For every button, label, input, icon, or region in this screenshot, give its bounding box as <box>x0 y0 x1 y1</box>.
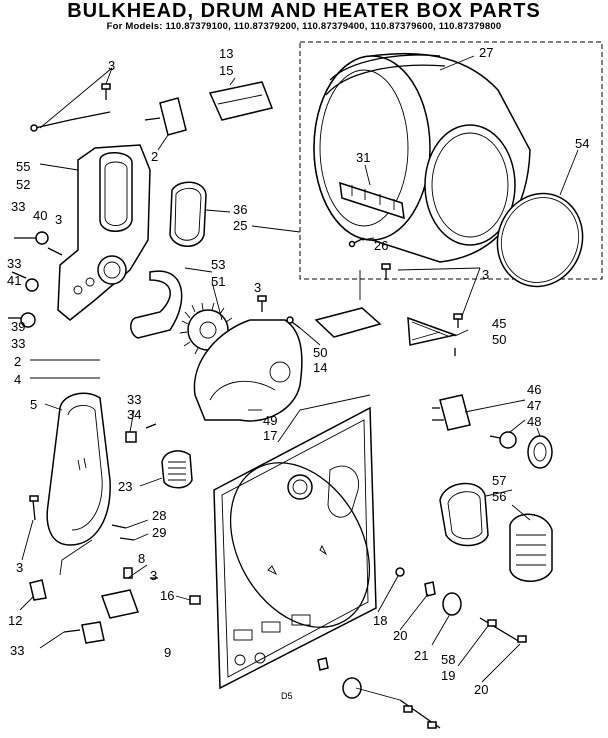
callout-2: 2 <box>14 354 21 369</box>
heater-bracket-45 <box>407 316 458 346</box>
lint-duct-5 <box>46 392 111 546</box>
leader-lines <box>19 55 579 701</box>
screw-26 <box>348 237 365 248</box>
parts-33-34 <box>125 423 157 443</box>
models-line: For Models: 110.87379100, 110.87379200, … <box>106 21 502 32</box>
callout-41: 41 <box>7 273 21 288</box>
callout-33: 33 <box>10 643 24 658</box>
drum-part <box>313 52 531 263</box>
callout-56: 56 <box>492 489 506 504</box>
lens-48 <box>527 435 553 469</box>
diagram-title: BULKHEAD, DRUM AND HEATER BOX PARTS <box>67 0 541 22</box>
rear-bulkhead-17 <box>213 406 377 690</box>
callout-20: 20 <box>474 682 488 697</box>
callout-33: 33 <box>11 199 25 214</box>
callout-14: 14 <box>313 360 327 375</box>
parts-12-33-3 <box>29 495 105 644</box>
callout-34: 34 <box>127 407 141 422</box>
callout-9: 9 <box>164 645 171 660</box>
callout-26: 26 <box>374 238 388 253</box>
callout-3: 3 <box>108 58 115 73</box>
parts-28-29 <box>111 524 135 541</box>
callout-40: 40 <box>33 208 47 223</box>
callout-3: 3 <box>482 267 489 282</box>
bulb-47 <box>489 431 517 449</box>
lint-screen-23 <box>161 450 193 489</box>
callout-3: 3 <box>254 280 261 295</box>
callout-55: 55 <box>16 159 30 174</box>
callout-45: 45 <box>492 316 506 331</box>
drum-seal-ring-part <box>496 192 584 288</box>
callout-12: 12 <box>8 613 22 628</box>
footer-code: D5 <box>281 691 293 701</box>
belt-36 <box>169 181 207 247</box>
callout-3: 3 <box>16 560 23 575</box>
callout-49: 49 <box>263 413 277 428</box>
callout-25: 25 <box>233 218 247 233</box>
wire-55 <box>30 111 111 132</box>
callout-15: 15 <box>219 63 233 78</box>
callout-2: 2 <box>151 149 158 164</box>
callout-4: 4 <box>14 372 21 387</box>
filter-56 <box>509 513 553 582</box>
blower-seal-53 <box>130 270 183 339</box>
front-bearing-parts-33-41-39 <box>8 231 63 328</box>
callout-50: 50 <box>313 345 327 360</box>
callout-19: 19 <box>441 668 455 683</box>
part-16 <box>189 595 201 605</box>
callout-31: 31 <box>356 150 370 165</box>
clip-2 <box>144 97 187 136</box>
callout-18: 18 <box>373 613 387 628</box>
blower-housing-49 <box>193 319 303 422</box>
callout-16: 16 <box>160 588 174 603</box>
callout-21: 21 <box>414 648 428 663</box>
callout-36: 36 <box>233 202 247 217</box>
callout-47: 47 <box>527 398 541 413</box>
callout-5: 5 <box>30 397 37 412</box>
callout-3: 3 <box>55 212 62 227</box>
heater-element-46 <box>432 394 471 431</box>
drum-group-box <box>299 41 603 280</box>
callout-58: 58 <box>441 652 455 667</box>
callout-33: 33 <box>7 256 21 271</box>
callout-48: 48 <box>527 414 541 429</box>
callout-52: 52 <box>16 177 30 192</box>
heater-plate-14 <box>314 307 382 338</box>
callout-33: 33 <box>11 336 25 351</box>
drum-baffle-part <box>339 181 405 220</box>
small-parts-18-20-21-58-19 <box>317 567 527 729</box>
callout-20: 20 <box>393 628 407 643</box>
callout-51: 51 <box>211 274 225 289</box>
screws-3-50 <box>257 295 301 329</box>
callout-46: 46 <box>527 382 541 397</box>
callout-28: 28 <box>152 508 166 523</box>
front-bulkhead-part <box>57 144 151 321</box>
screws-3-right <box>381 263 463 356</box>
callout-23: 23 <box>118 479 132 494</box>
bracket-13-15 <box>208 81 274 121</box>
callout-3: 3 <box>150 568 157 583</box>
callout-50: 50 <box>492 332 506 347</box>
screw-3-top <box>101 83 111 100</box>
callout-27: 27 <box>479 45 493 60</box>
callout-53: 53 <box>211 257 225 272</box>
callout-39: 39 <box>11 319 25 334</box>
callout-13: 13 <box>219 46 233 61</box>
housing-57 <box>439 482 489 547</box>
motor-switch-8 <box>101 567 158 619</box>
callout-17: 17 <box>263 428 277 443</box>
callout-54: 54 <box>575 136 589 151</box>
callout-labels: 3 13 15 2 27 54 55 52 31 33 40 3 36 25 2… <box>7 45 589 701</box>
callout-29: 29 <box>152 525 166 540</box>
callout-33: 33 <box>127 392 141 407</box>
callout-8: 8 <box>138 551 145 566</box>
callout-57: 57 <box>492 473 506 488</box>
